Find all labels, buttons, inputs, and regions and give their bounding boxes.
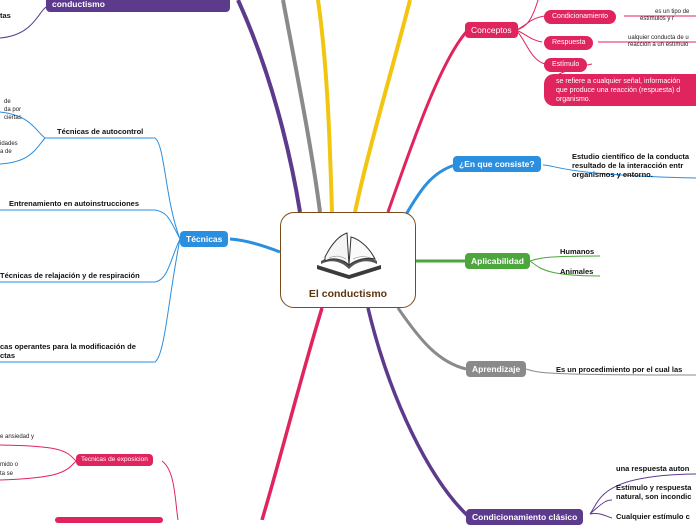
respuesta-note-2: reacción a un estímulo: [628, 42, 689, 48]
consiste-text-2: resultado de la interacción entr: [572, 161, 684, 170]
topic-conductismo-top[interactable]: conductismo: [46, 0, 230, 12]
condicionamiento-note-2: estímulos y r: [640, 16, 675, 22]
clasico-item-2-line-2: natural, son incondic: [616, 492, 692, 501]
topic-tecnicas[interactable]: Técnicas: [180, 231, 229, 247]
topic-consiste-label: ¿En que consiste?: [459, 159, 535, 169]
top-left-fragment: tas: [0, 11, 11, 20]
estimulo-def-line-3: organismo.: [556, 96, 591, 103]
exposicion-note-3: ta se: [0, 471, 14, 477]
topic-aplicabilidad-label: Aplicabilidad: [471, 256, 524, 266]
concepto-estimulo[interactable]: Estímulo: [544, 58, 588, 72]
branch-conceptos: [386, 28, 470, 213]
tecnica-relajacion: Técnicas de relajación y de respiración: [0, 271, 140, 280]
concepto-respuesta[interactable]: Respuesta: [544, 36, 594, 50]
aplicabilidad-humanos: Humanos: [560, 247, 595, 256]
branch-aprendizaje: [396, 307, 467, 371]
estimulo-def-line-2: que produce una reacción (respuesta) d: [556, 87, 681, 94]
clasico-item-2-line-1: Estímulo y respuesta: [616, 483, 692, 492]
topic-condicionamiento-clasico-label: Condicionamiento clásico: [472, 512, 578, 522]
exposicion-note-1: e ansiedad y: [0, 434, 35, 440]
autocontrol-note-a-2: da por: [4, 107, 22, 113]
estimulo-definition[interactable]: se refiere a cualquier señal, informació…: [544, 74, 696, 106]
topic-tecnicas-label: Técnicas: [186, 234, 223, 244]
consiste-text-1: Estudio científico de la conducta: [572, 152, 690, 161]
branch-purple-top: [236, 0, 302, 213]
concepto-condicionamiento-label: Condicionamiento: [552, 13, 609, 20]
condicionamiento-note-1: es un tipo de: [655, 9, 690, 15]
aplicabilidad-animales: Animales: [560, 267, 594, 276]
branch-tecnicas: [229, 237, 281, 254]
branch-yellow-left: [316, 0, 334, 213]
clasico-item-3: Cualquier estímulo c: [616, 512, 690, 521]
autocontrol-note-b-1: idades: [0, 141, 18, 147]
topic-conductismo-top-label: conductismo: [52, 0, 105, 9]
autocontrol-note-b-2: a de: [0, 149, 12, 155]
tecnica-operantes-line-2: ctas: [0, 351, 16, 360]
tecnica-operantes-line-1: cas operantes para la modificación de: [0, 342, 136, 351]
topic-conceptos[interactable]: Conceptos: [465, 22, 518, 38]
respuesta-note-1: ualquier conducta de u: [628, 35, 689, 41]
topic-consiste[interactable]: ¿En que consiste?: [453, 156, 541, 172]
central-title: El conductismo: [308, 288, 388, 300]
branch-exposicion: [260, 307, 324, 520]
concepto-estimulo-label: Estímulo: [552, 61, 580, 68]
topic-conceptos-label: Conceptos: [471, 25, 512, 35]
autocontrol-note-a-3: ciertas: [4, 115, 22, 121]
concepto-respuesta-label: Respuesta: [552, 39, 586, 46]
bottom-left-topic-edge[interactable]: [55, 517, 163, 523]
consiste-text-3: organismos y entorno.: [572, 170, 653, 179]
central-topic[interactable]: El conductismo: [280, 212, 416, 308]
concepto-condicionamiento[interactable]: Condicionamiento: [544, 10, 617, 24]
clasico-item-1: una respuesta auton: [616, 464, 690, 473]
aprendizaje-text: Es un procedimiento por el cual las: [556, 365, 683, 374]
topic-condicionamiento-clasico[interactable]: Condicionamiento clásico: [466, 509, 584, 525]
branch-consiste: [402, 163, 456, 219]
tecnica-autocontrol: Técnicas de autocontrol: [57, 127, 144, 136]
open-book-icon: [317, 232, 381, 279]
topic-aprendizaje-label: Aprendizaje: [472, 364, 521, 374]
autocontrol-note-a-1: de: [4, 99, 11, 105]
topic-exposicion-label: Tecnicas de exposicion: [81, 456, 148, 463]
exposicion-note-2: mido o: [0, 462, 19, 468]
branch-gray-top: [281, 0, 322, 213]
estimulo-def-line-1: se refiere a cualquier señal, informació…: [556, 78, 681, 85]
tecnica-autoinstrucciones: Entrenamiento en autoinstrucciones: [9, 199, 140, 208]
topic-exposicion[interactable]: Tecnicas de exposicion: [76, 454, 153, 466]
topic-aplicabilidad[interactable]: Aplicabilidad: [465, 253, 530, 269]
topic-aprendizaje[interactable]: Aprendizaje: [466, 361, 527, 377]
branch-yellow-right: [353, 0, 412, 213]
branch-clasico: [366, 307, 470, 518]
